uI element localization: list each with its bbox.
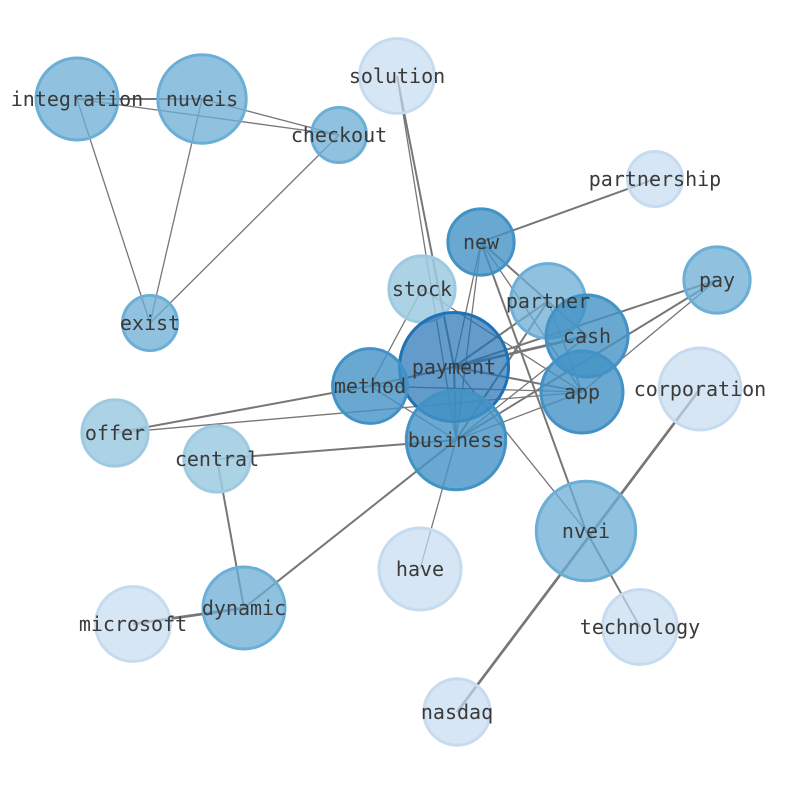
- edge-method-offer: [114, 385, 371, 434]
- node-layer: [34, 37, 752, 747]
- node-label-stock: stock: [392, 277, 452, 301]
- node-label-nasdaq: nasdaq: [421, 700, 493, 724]
- node-label-dynamic: dynamic: [202, 596, 286, 620]
- edge-checkout-exist: [149, 134, 340, 324]
- node-label-microsoft: microsoft: [79, 612, 187, 636]
- node-label-payment: payment: [412, 355, 496, 379]
- node-new: [446, 207, 516, 277]
- node-have: [377, 526, 463, 612]
- node-business: [404, 388, 508, 492]
- node-label-partnership: partnership: [589, 167, 721, 191]
- label-layer: integration nuveis checkout solution partner…: [11, 64, 766, 724]
- node-corporation: [657, 346, 743, 432]
- node-label-integration: integration: [11, 87, 143, 111]
- node-label-solution: solution: [349, 64, 445, 88]
- node-label-cash: cash: [563, 324, 611, 348]
- node-pay: [682, 245, 752, 315]
- node-label-exist: exist: [120, 311, 180, 335]
- node-technology: [601, 588, 679, 666]
- node-integration: [34, 56, 120, 142]
- node-label-nuveis: nuveis: [166, 87, 238, 111]
- edge-new-nvei: [480, 241, 587, 532]
- node-label-pay: pay: [699, 268, 735, 292]
- node-label-partner: partner: [506, 289, 590, 313]
- node-label-new: new: [463, 230, 500, 254]
- node-nasdaq: [422, 677, 492, 747]
- node-partnership: [626, 150, 684, 208]
- node-checkout: [310, 106, 368, 164]
- node-label-app: app: [564, 380, 600, 404]
- node-exist: [121, 294, 179, 352]
- node-label-checkout: checkout: [291, 123, 387, 147]
- node-label-technology: technology: [580, 615, 700, 639]
- node-label-have: have: [396, 557, 444, 581]
- node-label-business: business: [408, 428, 504, 452]
- node-nvei: [534, 479, 638, 583]
- node-label-offer: offer: [85, 421, 145, 445]
- node-label-nvei: nvei: [562, 519, 610, 543]
- node-app: [539, 349, 625, 435]
- node-solution: [358, 37, 436, 115]
- node-microsoft: [94, 585, 172, 663]
- node-label-corporation: corporation: [634, 377, 766, 401]
- node-label-method: method: [334, 374, 406, 398]
- node-offer: [80, 398, 150, 468]
- node-central: [182, 424, 252, 494]
- node-label-central: central: [175, 447, 259, 471]
- node-dynamic: [201, 565, 287, 651]
- node-method: [331, 347, 409, 425]
- node-nuveis: [156, 53, 248, 145]
